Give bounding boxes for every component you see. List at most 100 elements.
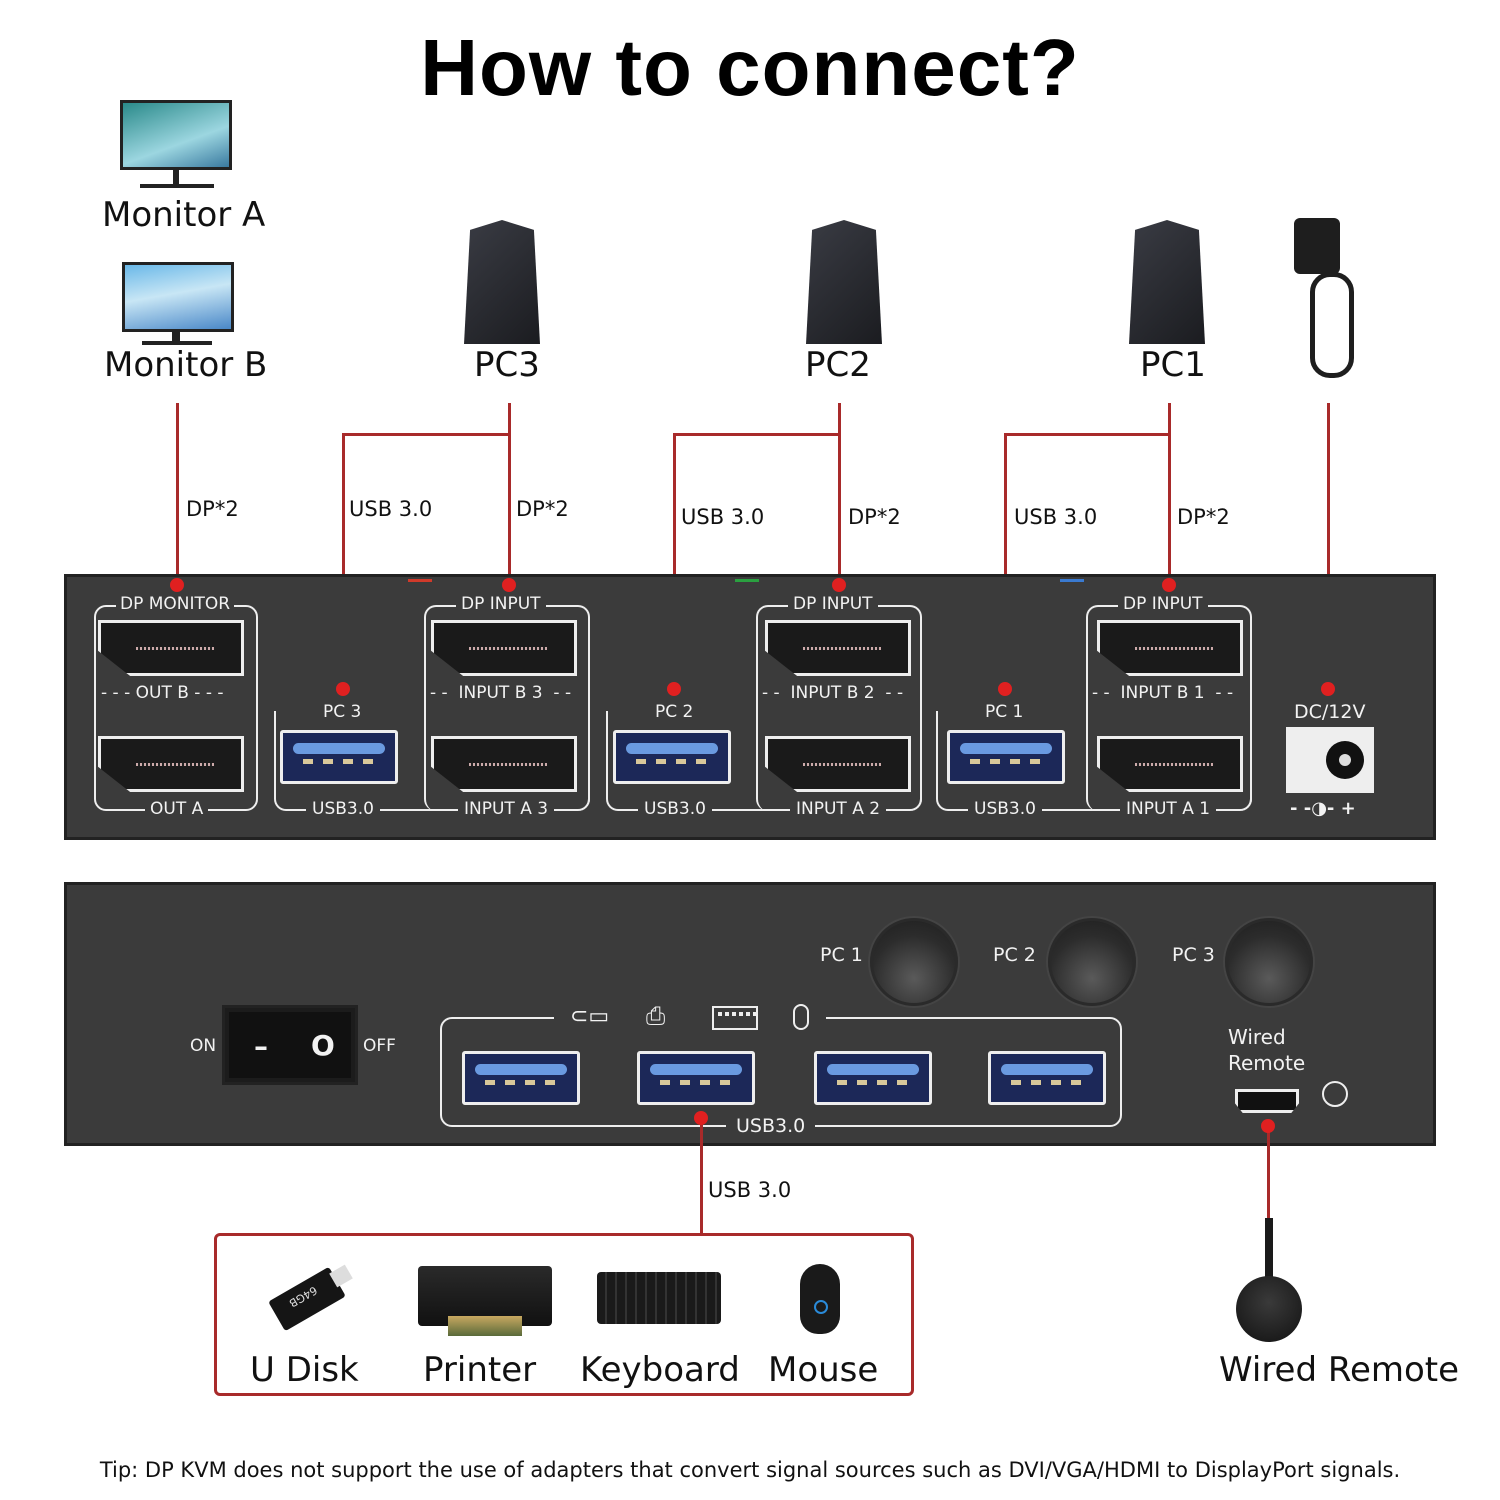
- mouse-logo: [814, 1300, 828, 1314]
- peripheral-label-u-disk: U Disk: [250, 1350, 359, 1390]
- usb-drive-icon: ⊂▭: [570, 1004, 610, 1029]
- pc2-input-b-text: INPUT B 2: [790, 683, 875, 703]
- pc2-button-label: PC 2: [993, 944, 1036, 966]
- pc2-usb-wire: [673, 433, 676, 689]
- monitor-wire: [176, 403, 179, 585]
- pc1-dp-dot: [1162, 578, 1176, 592]
- pc2-input-a-port[interactable]: [765, 736, 911, 792]
- pc2-usb-dot: [667, 682, 681, 696]
- dp-monitor-label: DP MONITOR: [116, 594, 235, 614]
- pc3-usb-port[interactable]: [280, 730, 398, 784]
- pc3-dp-dot: [502, 578, 516, 592]
- monitor-connection-dot: [170, 578, 184, 592]
- pc1-select-button[interactable]: [870, 918, 958, 1006]
- pc3-indicator: [408, 579, 432, 582]
- out-b-label: - - - OUT B - - -: [101, 683, 224, 703]
- remote-port[interactable]: [1235, 1089, 1299, 1113]
- pc3-input-b-port[interactable]: [431, 620, 577, 676]
- power-label: DC/12V: [1294, 701, 1366, 723]
- pc3-select-button[interactable]: [1225, 918, 1313, 1006]
- out-a-label: OUT A: [145, 799, 209, 819]
- pc3-dp-cable-label: DP*2: [516, 497, 569, 521]
- pc2-input-b-port[interactable]: [765, 620, 911, 676]
- wired-remote-image[interactable]: [1236, 1276, 1302, 1342]
- remote-cable-image: [1265, 1218, 1273, 1278]
- monitor-a-label: Monitor A: [102, 195, 266, 235]
- hub-usb-port-1[interactable]: [462, 1051, 580, 1105]
- printer-paper: [448, 1316, 522, 1336]
- peripherals-cable-label: USB 3.0: [708, 1178, 792, 1202]
- pc2-branch-wire: [673, 433, 841, 436]
- peripheral-label-mouse: Mouse: [768, 1350, 879, 1390]
- pc2-dp-input-label: DP INPUT: [788, 594, 878, 614]
- power-switch[interactable]: [222, 1005, 358, 1085]
- pc1-branch-wire: [1004, 433, 1171, 436]
- pc2-dp-cable-label: DP*2: [848, 505, 901, 529]
- pc2-usb-label: USB3.0: [638, 799, 712, 819]
- pc3-dp-wire: [508, 403, 511, 585]
- pc1-usb-dot: [998, 682, 1012, 696]
- pc1-indicator: [1060, 579, 1084, 582]
- pc1-input-b-port[interactable]: [1097, 620, 1243, 676]
- pc3-input-b-text: INPUT B 3: [458, 683, 543, 703]
- pc3-branch-wire: [342, 433, 511, 436]
- pc2-input-a-label: INPUT A 2: [790, 799, 887, 819]
- monitor-a-image: [120, 100, 232, 170]
- dp-out-b-port[interactable]: [98, 620, 244, 676]
- monitor-b-label: Monitor B: [104, 345, 268, 385]
- remote-dot: [1261, 1119, 1275, 1133]
- printer-icon: ⎙: [646, 1002, 666, 1030]
- monitor-cable-label: DP*2: [186, 497, 239, 521]
- hub-usb-port-4[interactable]: [988, 1051, 1106, 1105]
- pc1-usb-pc-label: PC 1: [980, 702, 1029, 722]
- pc2-usb-pc-label: PC 2: [650, 702, 699, 722]
- rear-panel: [64, 574, 1436, 840]
- peripherals-wire: [700, 1118, 703, 1235]
- pc1-input-a-port[interactable]: [1097, 736, 1243, 792]
- peripheral-label-keyboard: Keyboard: [580, 1350, 740, 1390]
- pc1-button-label: PC 1: [820, 944, 863, 966]
- pc1-input-b-text: INPUT B 1: [1120, 683, 1205, 703]
- pc1-tower-image: [1129, 220, 1205, 344]
- peripherals-box: [214, 1233, 914, 1396]
- peripheral-label-printer: Printer: [423, 1350, 537, 1390]
- tip-text: Tip: DP KVM does not support the use of …: [99, 1458, 1401, 1482]
- remote-label-line2: Remote: [1228, 1051, 1306, 1075]
- hub-usb-port-3[interactable]: [814, 1051, 932, 1105]
- pc1-input-b-label: - - INPUT B 1 - -: [1092, 683, 1234, 703]
- pc1-input-a-label: INPUT A 1: [1120, 799, 1217, 819]
- pc2-label: PC2: [805, 345, 871, 385]
- pc1-usb-wire: [1004, 433, 1007, 689]
- polarity-symbol: - -◑- +: [1290, 798, 1356, 819]
- dp-out-a-port[interactable]: [98, 736, 244, 792]
- hub-usb-port-2[interactable]: [637, 1051, 755, 1105]
- pc3-usb-label: USB3.0: [306, 799, 380, 819]
- keyboard-icon: [712, 1006, 758, 1030]
- monitor-a-stand: [173, 170, 179, 184]
- usb-hub-icon-strip: [554, 1003, 826, 1033]
- remote-wire: [1267, 1126, 1270, 1226]
- pc3-input-b-label: - - INPUT B 3 - -: [430, 683, 572, 703]
- power-cable-image: [1310, 272, 1354, 378]
- pc3-button-label: PC 3: [1172, 944, 1215, 966]
- monitor-b-image: [122, 262, 234, 332]
- pc3-label: PC3: [474, 345, 540, 385]
- keyboard-image: [597, 1272, 721, 1324]
- pc2-usb-cable-label: USB 3.0: [681, 505, 765, 529]
- pc1-usb-port[interactable]: [947, 730, 1065, 784]
- pc1-label: PC1: [1140, 345, 1206, 385]
- pc3-input-a-label: INPUT A 3: [458, 799, 555, 819]
- pc3-usb-pc-label: PC 3: [318, 702, 367, 722]
- pc2-dp-wire: [838, 403, 841, 585]
- pc1-dp-input-label: DP INPUT: [1118, 594, 1208, 614]
- usb-hub-label: USB3.0: [726, 1115, 816, 1137]
- switch-on-label: ON: [190, 1036, 217, 1056]
- power-jack-pin: [1339, 754, 1351, 766]
- pc3-input-a-port[interactable]: [431, 736, 577, 792]
- pc2-usb-port[interactable]: [613, 730, 731, 784]
- pc2-select-button[interactable]: [1048, 918, 1136, 1006]
- monitor-a-base: [140, 184, 214, 188]
- peripherals-dot: [694, 1111, 708, 1125]
- switch-on-glyph: –: [254, 1030, 268, 1063]
- mouse-icon: [793, 1004, 809, 1030]
